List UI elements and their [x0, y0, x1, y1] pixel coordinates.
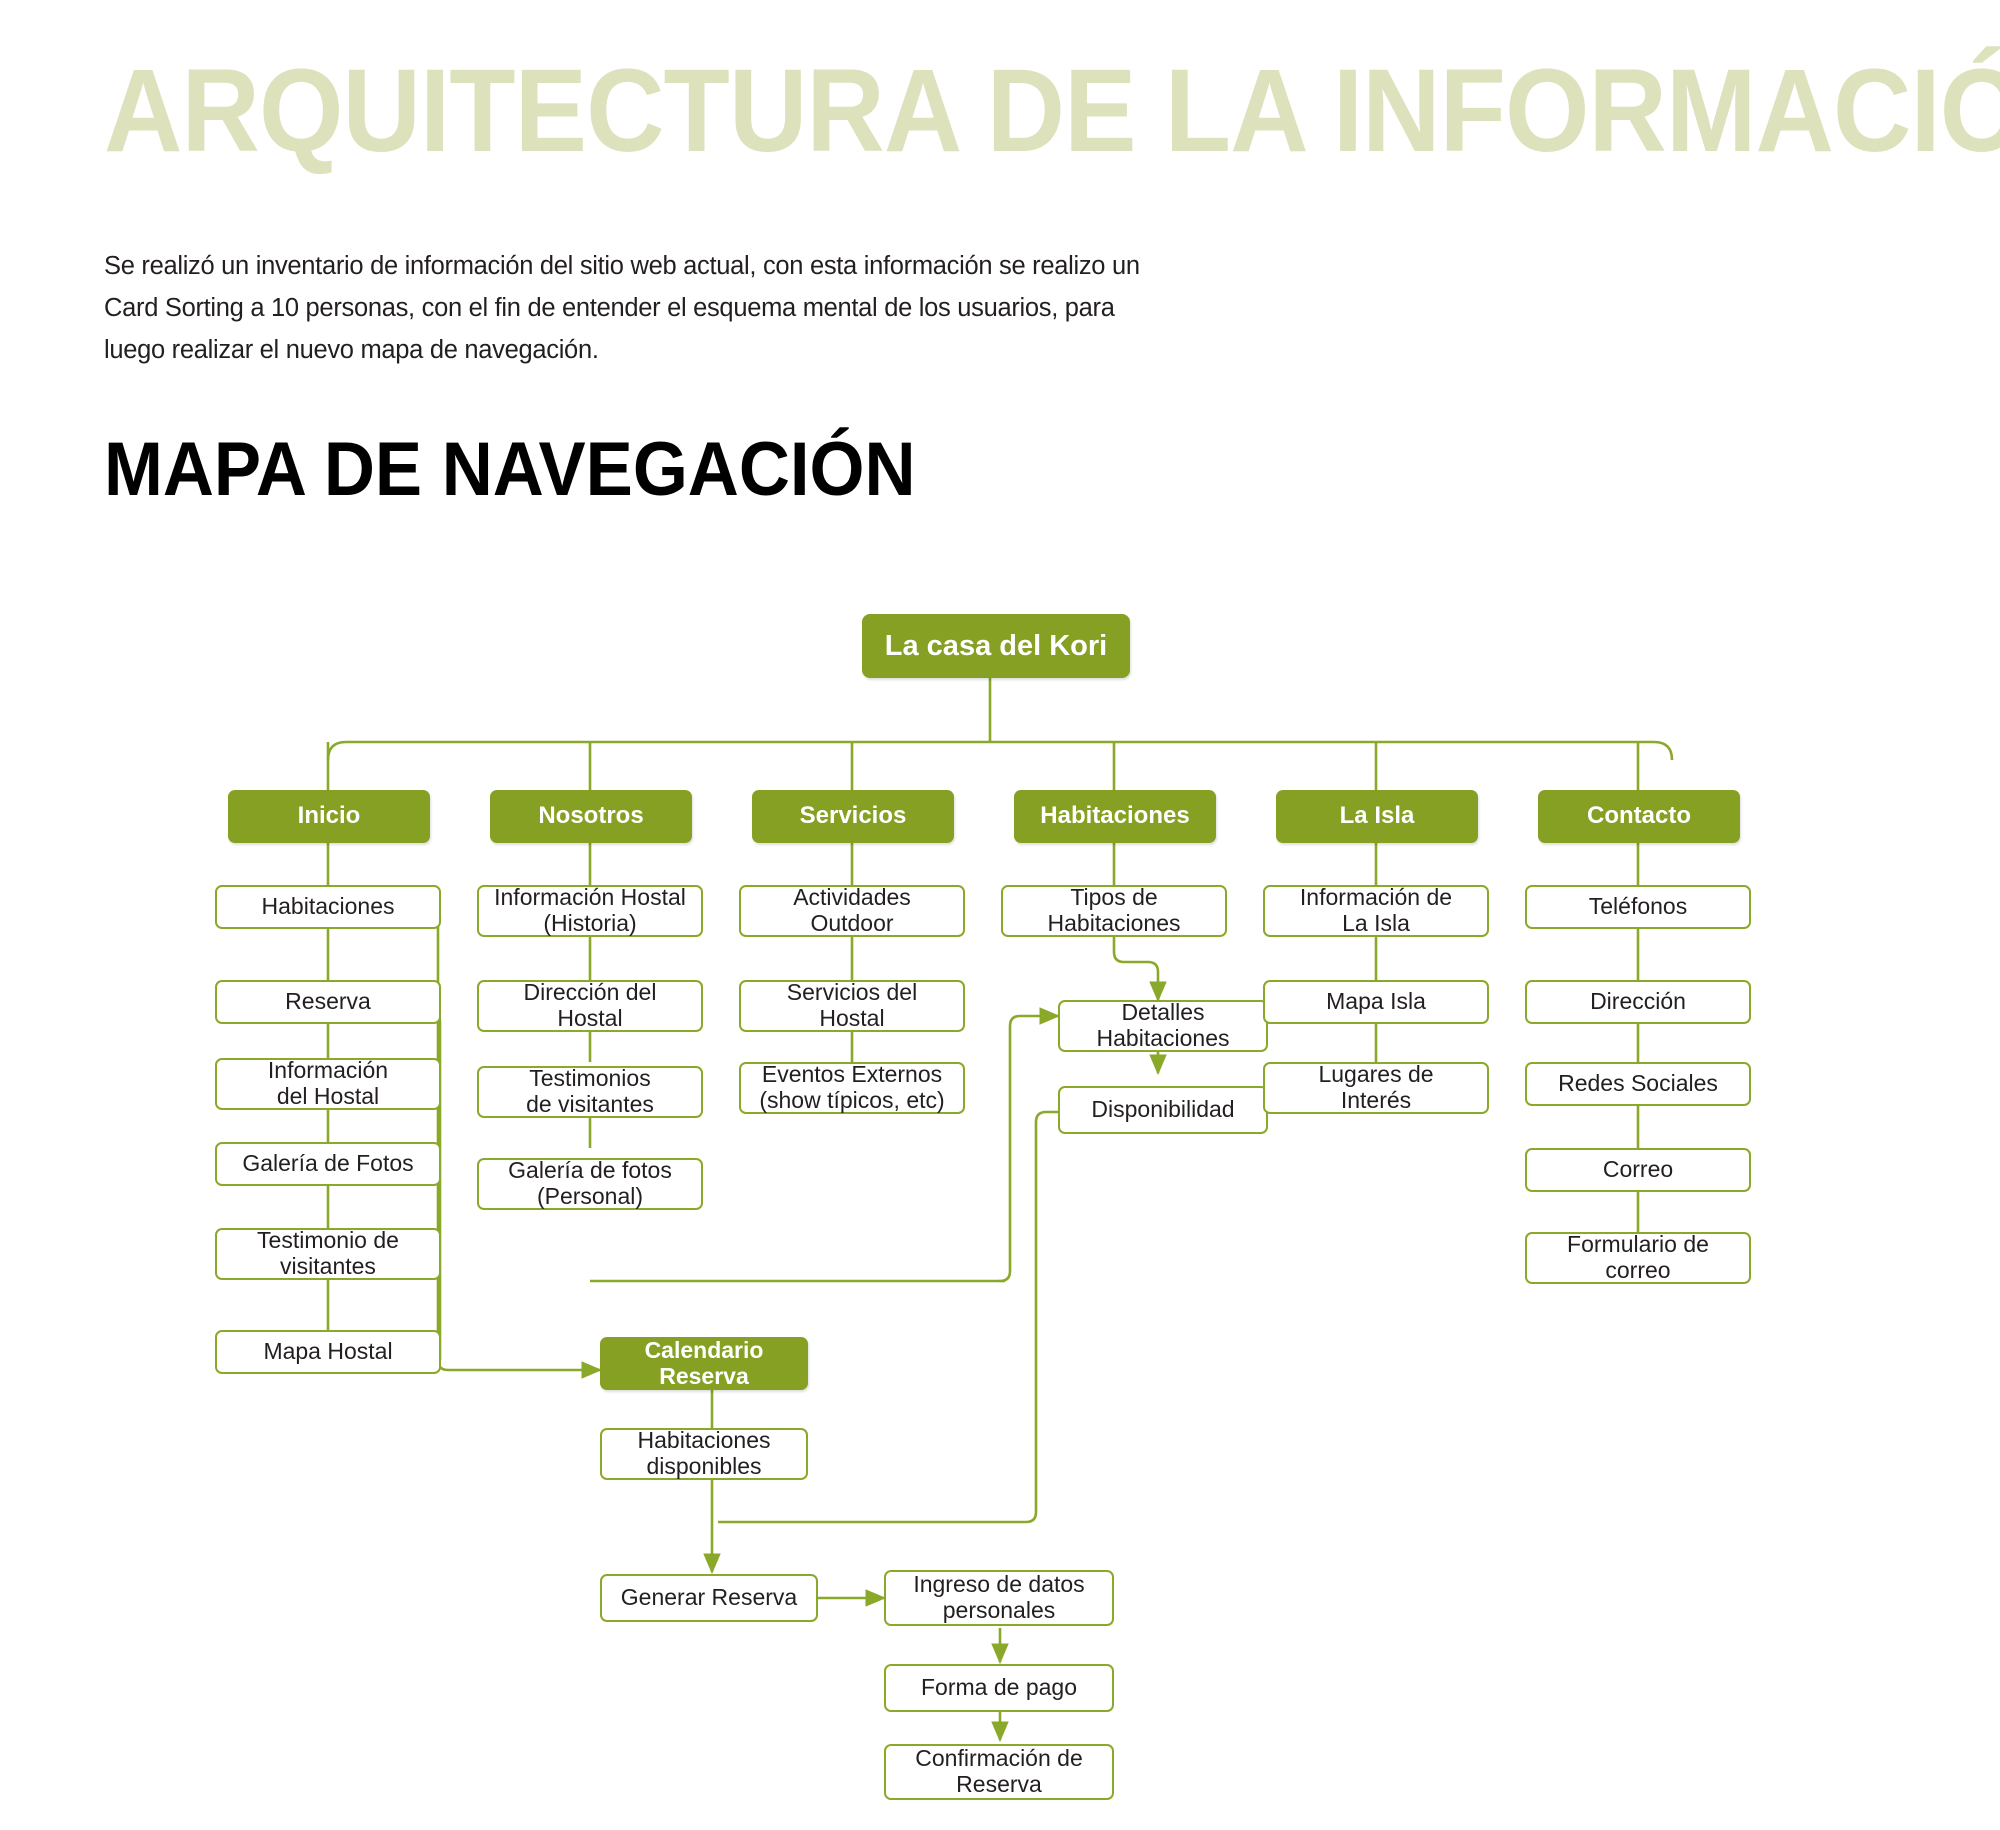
intro-line-3: luego realizar el nuevo mapa de navegaci…: [104, 336, 599, 364]
page-title: ARQUITECTURA DE LA INFORMACIÓN: [104, 45, 2000, 177]
node-inicio[interactable]: Inicio: [228, 790, 430, 843]
node-inicio-galeria-de-fotos[interactable]: Galería de Fotos: [215, 1142, 441, 1186]
node-label: Galería de Fotos: [242, 1150, 414, 1177]
node-habitaciones-disponibilidad[interactable]: Disponibilidad: [1058, 1086, 1268, 1134]
node-label: Habitaciones: [1040, 802, 1190, 830]
intro-paragraph: Se realizó un inventario de información …: [104, 245, 1364, 371]
node-label: Generar Reserva: [620, 1584, 798, 1611]
node-la-isla-mapa-isla[interactable]: Mapa Isla: [1263, 980, 1489, 1024]
node-contacto-telefonos[interactable]: Teléfonos: [1525, 885, 1751, 929]
node-inicio-habitaciones[interactable]: Habitaciones: [215, 885, 441, 929]
node-label: Correo: [1602, 1156, 1674, 1183]
node-label: Mapa Isla: [1326, 988, 1426, 1015]
node-contacto-redes-sociales[interactable]: Redes Sociales: [1525, 1062, 1751, 1106]
node-label: Eventos Externos(show típicos, etc): [759, 1061, 945, 1113]
node-root-la-casa-del-kori[interactable]: La casa del Kori: [862, 614, 1130, 678]
node-label: Inicio: [297, 802, 361, 830]
node-label: Reserva: [285, 988, 371, 1015]
node-label: Galería de fotos(Personal): [508, 1157, 672, 1209]
node-nosotros-informacion-hostal-historia[interactable]: Información Hostal(Historia): [477, 884, 703, 937]
node-label: Dirección: [1590, 988, 1686, 1015]
node-label: Teléfonos: [1588, 893, 1688, 920]
node-label: Forma de pago: [921, 1674, 1077, 1701]
node-habitaciones[interactable]: Habitaciones: [1014, 790, 1216, 843]
node-inicio-reserva[interactable]: Reserva: [215, 980, 441, 1024]
node-contacto[interactable]: Contacto: [1538, 790, 1740, 843]
node-label: Servicios: [799, 802, 907, 830]
node-label: La Isla: [1339, 802, 1415, 830]
node-contacto-correo[interactable]: Correo: [1525, 1148, 1751, 1192]
node-servicios-eventos-externos[interactable]: Eventos Externos(show típicos, etc): [739, 1061, 965, 1114]
node-forma-de-pago[interactable]: Forma de pago: [884, 1664, 1114, 1712]
node-label: Contacto: [1587, 802, 1691, 830]
node-la-isla[interactable]: La Isla: [1276, 790, 1478, 843]
node-inicio-mapa-hostal[interactable]: Mapa Hostal: [215, 1330, 441, 1374]
node-label: Información Hostal(Historia): [494, 884, 686, 936]
section-title: MAPA DE NAVEGACIÓN: [104, 427, 916, 512]
node-servicios[interactable]: Servicios: [752, 790, 954, 843]
node-label: Redes Sociales: [1558, 1070, 1718, 1097]
node-nosotros[interactable]: Nosotros: [490, 790, 692, 843]
node-nosotros-galeria-de-fotos-personal[interactable]: Galería de fotos(Personal): [477, 1157, 703, 1210]
node-label: Nosotros: [538, 802, 644, 830]
intro-line-1: Se realizó un inventario de información …: [104, 252, 1140, 280]
node-label: La casa del Kori: [884, 629, 1108, 662]
node-generar-reserva[interactable]: Generar Reserva: [600, 1574, 818, 1622]
node-label: Mapa Hostal: [263, 1338, 393, 1365]
node-label: Habitaciones: [261, 893, 395, 920]
node-label: Disponibilidad: [1091, 1096, 1235, 1123]
node-contacto-direccion[interactable]: Dirección: [1525, 980, 1751, 1024]
intro-line-2: Card Sorting a 10 personas, con el fin d…: [104, 294, 1115, 322]
